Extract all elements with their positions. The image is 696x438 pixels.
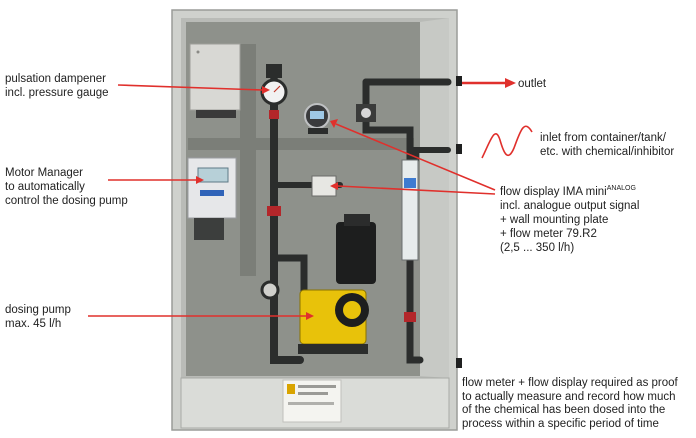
label-dosing-pump: dosing pump max. 45 l/h — [5, 303, 71, 331]
motor-manager-buttons — [200, 190, 224, 196]
junction-box-screw — [196, 50, 200, 54]
label-text-lines — [298, 385, 336, 388]
label-line: outlet — [518, 78, 547, 90]
arrow-flow-display — [335, 123, 496, 191]
red-valve-right — [404, 312, 416, 322]
flow-meter-float — [404, 178, 416, 188]
mounting-rail-horizontal — [188, 138, 414, 150]
arrow-pulsation-head — [262, 86, 270, 94]
label-line: dosing pump — [5, 304, 71, 316]
label-line: + flow meter 79.R2 — [500, 228, 597, 240]
label-note: flow meter + flow display required as pr… — [462, 377, 678, 431]
label-line: Motor Manager — [5, 167, 83, 179]
red-valve-left — [267, 206, 281, 216]
label-line: + wall mounting plate — [500, 214, 609, 226]
label-motor-manager: Motor Manager to automatically control t… — [5, 166, 128, 208]
label-pulsation-dampener: pulsation dampener incl. pressure gauge — [5, 72, 109, 100]
label-line: process within a specific period of time — [462, 417, 659, 430]
label-line: flow display IMA miniANALOG — [500, 182, 639, 199]
arrow-flow-display-head — [330, 119, 338, 128]
cable-glands — [196, 110, 236, 118]
dosing-pump-knob — [343, 301, 361, 319]
arrow-inlet-wave — [481, 125, 533, 159]
check-valve-top-knob — [361, 108, 371, 118]
label-line: flow meter + flow display required as pr… — [462, 377, 678, 389]
dosing-pump-base — [298, 344, 368, 354]
pressure-gauge-needle — [273, 85, 281, 93]
inlet-fitting — [456, 144, 462, 154]
label-line: pulsation dampener — [5, 73, 107, 85]
label-line: max. 45 l/h — [5, 318, 62, 330]
label-text-lines-2 — [298, 392, 328, 395]
arrow-flow-meter-head — [330, 182, 338, 190]
label-text-lines-3 — [288, 402, 334, 405]
arrow-flow-meter — [337, 185, 496, 195]
label-flow-display: flow display IMA miniANALOG incl. analog… — [500, 182, 639, 255]
cabinet-side-wall — [420, 18, 449, 378]
label-line: to actually measure and record how much — [462, 390, 676, 403]
label-inlet: inlet from container/tank/ etc. with che… — [540, 131, 674, 159]
motor-manager-display — [197, 167, 229, 183]
label-outlet: outlet — [518, 77, 546, 91]
mounting-rail-vertical — [240, 44, 256, 276]
label-logo-mark — [287, 384, 295, 394]
arrow-motor-head — [196, 176, 204, 184]
pump-motor — [336, 222, 376, 284]
check-valve-bottom — [260, 280, 280, 300]
label-flow-display-title: flow display IMA mini — [500, 186, 607, 198]
arrow-pulsation — [117, 84, 263, 91]
label-line: inlet from container/tank/ — [540, 132, 666, 144]
label-line: etc. with chemical/inhibitor — [540, 146, 675, 158]
main-pipe-left — [270, 76, 304, 364]
label-line: to automatically — [5, 181, 85, 193]
pulsation-dampener-body — [266, 64, 282, 78]
junction-box — [189, 43, 241, 111]
annotation-arrows — [88, 81, 533, 317]
motor-manager-cables — [194, 218, 224, 240]
flow-display-base — [308, 128, 328, 134]
label-line: incl. analogue output signal — [500, 200, 640, 212]
label-flow-display-superscript: ANALOG — [606, 185, 636, 192]
label-line: incl. pressure gauge — [5, 87, 109, 99]
pump-motor-fan — [344, 214, 370, 226]
arrow-outlet-head — [505, 78, 516, 88]
outlet-fitting — [456, 76, 462, 86]
gauge-red-valve — [269, 110, 279, 119]
pipe-pump-feed — [270, 254, 308, 304]
flow-meter-79r2 — [401, 159, 419, 261]
label-line: control the dosing pump — [5, 195, 128, 207]
arrow-dosing-head — [306, 312, 314, 320]
drain-fitting — [456, 358, 462, 368]
motor-manager-unit — [187, 157, 237, 219]
label-line: (2,5 ... 350 l/h) — [500, 242, 575, 254]
label-line: of the chemical has been dosed into the — [462, 404, 666, 416]
flow-display-screen — [310, 111, 324, 119]
